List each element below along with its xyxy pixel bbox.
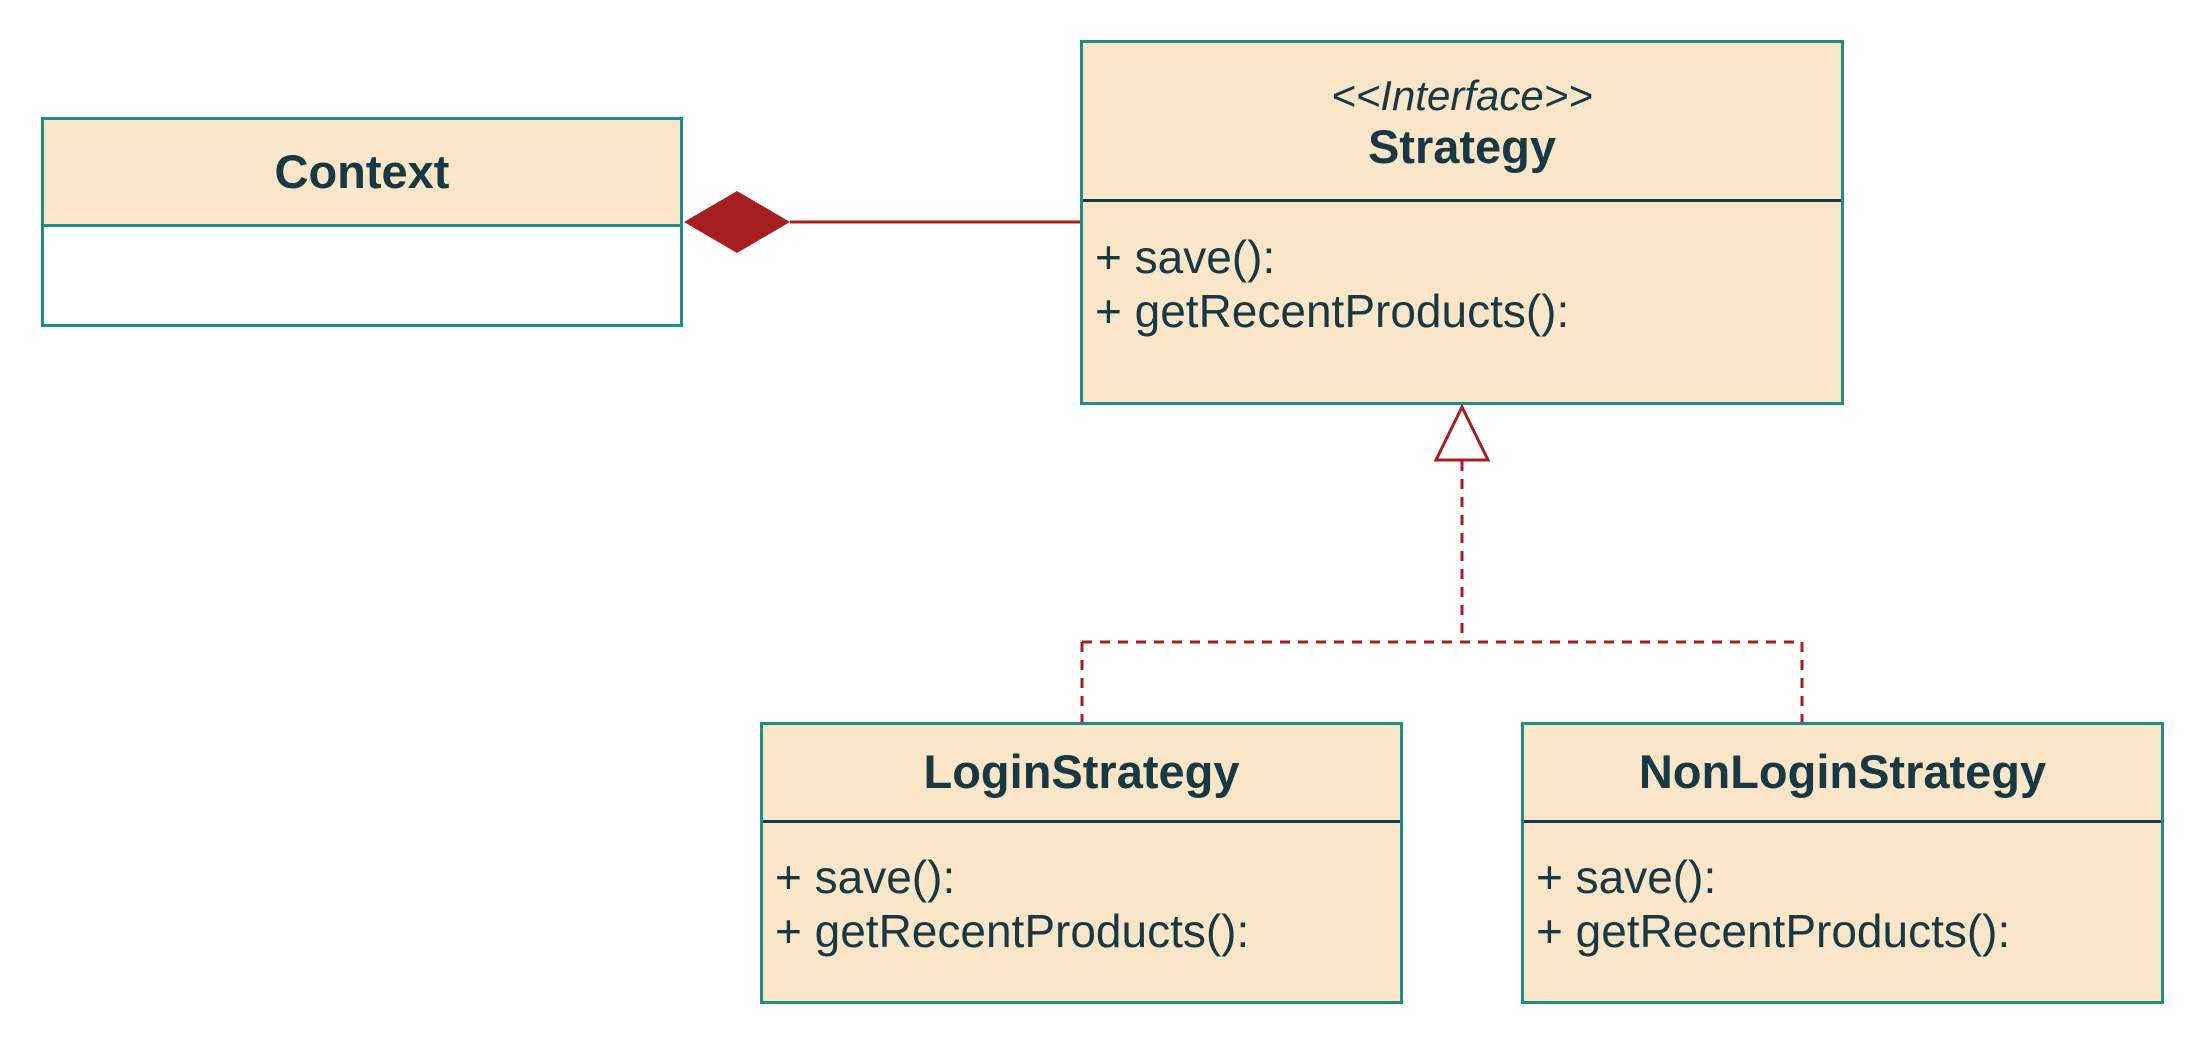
- strategy-method-save: + save():: [1095, 231, 1276, 283]
- class-login-strategy-name: LoginStrategy: [923, 745, 1240, 799]
- class-context-name: Context: [274, 144, 450, 198]
- class-login-strategy[interactable]: LoginStrategy + save(): + getRecentProdu…: [760, 722, 1403, 1004]
- class-context-body: [44, 224, 680, 324]
- class-non-login-strategy-methods: + save(): + getRecentProducts():: [1524, 820, 2161, 1001]
- class-strategy-methods: + save(): + getRecentProducts():: [1083, 199, 1841, 402]
- realization-triangle-icon: [1433, 403, 1491, 462]
- composition-diamond-icon: [684, 191, 790, 253]
- class-login-strategy-header: LoginStrategy: [763, 725, 1400, 820]
- class-context-header: Context: [44, 120, 680, 224]
- non-login-strategy-method-get-recent-products: + getRecentProducts():: [1536, 905, 2011, 958]
- strategy-method-get-recent-products: + getRecentProducts():: [1095, 285, 1570, 338]
- login-strategy-method-get-recent-products: + getRecentProducts():: [775, 905, 1250, 958]
- class-strategy-header: <<Interface>> Strategy: [1083, 43, 1841, 199]
- class-strategy-interface[interactable]: <<Interface>> Strategy + save(): + getRe…: [1080, 40, 1844, 405]
- class-context[interactable]: Context: [41, 117, 683, 327]
- class-non-login-strategy[interactable]: NonLoginStrategy + save(): + getRecentPr…: [1521, 722, 2164, 1004]
- class-login-strategy-methods: + save(): + getRecentProducts():: [763, 820, 1400, 1001]
- class-non-login-strategy-header: NonLoginStrategy: [1524, 725, 2161, 820]
- class-non-login-strategy-name: NonLoginStrategy: [1638, 745, 2047, 799]
- non-login-strategy-method-save: + save():: [1536, 851, 1717, 903]
- interface-stereotype: <<Interface>>: [1331, 71, 1593, 119]
- login-strategy-method-save: + save():: [775, 851, 956, 903]
- class-strategy-name: Strategy: [1367, 120, 1557, 174]
